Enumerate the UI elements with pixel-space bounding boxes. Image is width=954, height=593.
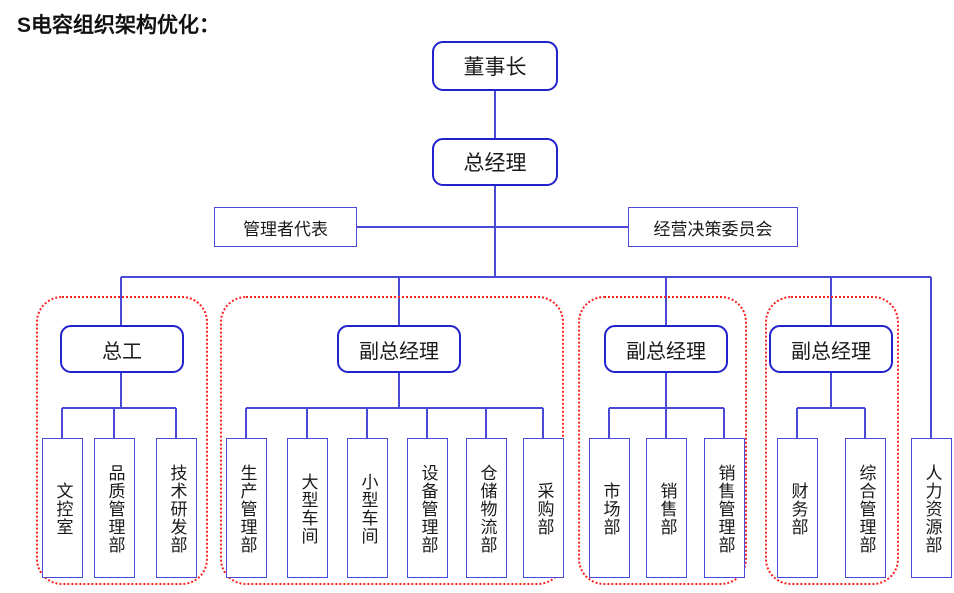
node-deputy-gm-sales[interactable]: 副总经理 — [604, 325, 728, 373]
node-document-control-office[interactable]: 文控室 — [42, 438, 83, 578]
page-title: S电容组织架构优化： — [17, 14, 221, 37]
node-warehouse-logistics-dept[interactable]: 仓储物流部 — [466, 438, 507, 578]
node-large-workshop[interactable]: 大型车间 — [287, 438, 328, 578]
node-general-administration-dept[interactable]: 综合管理部 — [845, 438, 886, 578]
node-decision-committee[interactable]: 经营决策委员会 — [628, 207, 798, 247]
node-deputy-gm-admin[interactable]: 副总经理 — [769, 325, 893, 373]
node-purchasing-dept[interactable]: 采购部 — [523, 438, 564, 578]
node-human-resources-dept[interactable]: 人力资源部 — [911, 438, 952, 578]
node-general-manager[interactable]: 总经理 — [432, 138, 558, 186]
node-management-representative[interactable]: 管理者代表 — [214, 207, 357, 247]
node-sales-management-dept[interactable]: 销售管理部 — [704, 438, 745, 578]
node-small-workshop[interactable]: 小型车间 — [347, 438, 388, 578]
node-marketing-dept[interactable]: 市场部 — [589, 438, 630, 578]
node-quality-management-dept[interactable]: 品质管理部 — [94, 438, 135, 578]
node-deputy-gm-production[interactable]: 副总经理 — [337, 325, 461, 373]
node-chairman[interactable]: 董事长 — [432, 41, 558, 91]
node-production-management-dept[interactable]: 生产管理部 — [226, 438, 267, 578]
node-equipment-management-dept[interactable]: 设备管理部 — [407, 438, 448, 578]
node-technology-rd-dept[interactable]: 技术研发部 — [156, 438, 197, 578]
node-sales-dept[interactable]: 销售部 — [646, 438, 687, 578]
node-chief-engineer[interactable]: 总工 — [60, 325, 184, 373]
node-finance-dept[interactable]: 财务部 — [777, 438, 818, 578]
